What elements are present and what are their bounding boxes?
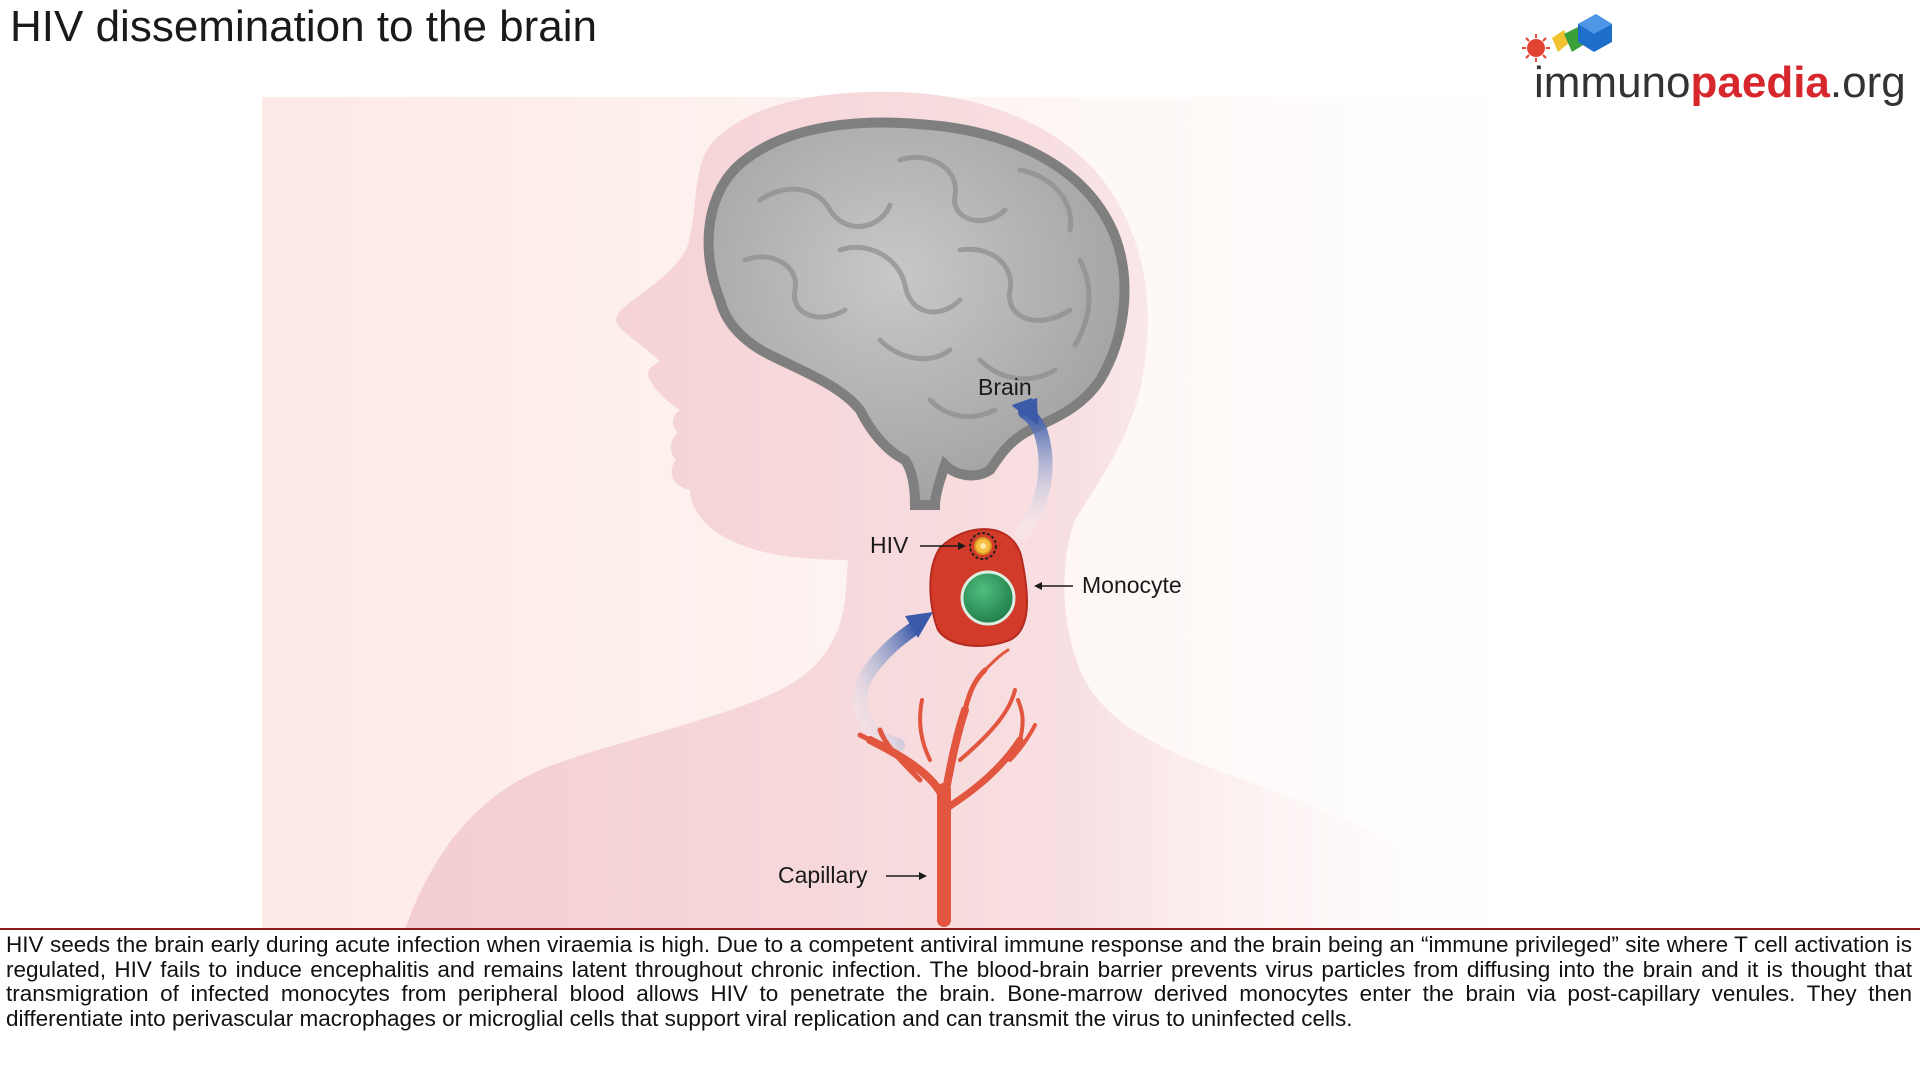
head-silhouette (405, 91, 1512, 929)
brain-folds (742, 154, 1092, 420)
logo-cubes-icon (1522, 14, 1612, 62)
monocyte-nucleus (960, 570, 1016, 626)
logo-text-accent: paedia (1690, 58, 1830, 107)
label-brain: Brain (978, 374, 1032, 400)
caption-text: HIV seeds the brain early during acute i… (6, 932, 1912, 1031)
label-monocyte: Monocyte (1082, 572, 1182, 598)
page-title: HIV dissemination to the brain (10, 2, 597, 51)
caption-divider (0, 928, 1920, 930)
dissemination-diagram: Brain HIV Monocyte Capillary (262, 91, 1512, 929)
arrow-to-monocyte (852, 621, 922, 752)
label-hiv: HIV (870, 532, 909, 558)
logo-text-plain: immuno (1534, 58, 1691, 107)
hiv-particle-icon (969, 532, 997, 560)
label-pointers (886, 542, 1073, 880)
logo-text: immunopaedia.org (1534, 58, 1906, 108)
arrow-to-monocyte-head (905, 612, 933, 638)
logo-text-suffix: .org (1829, 58, 1906, 107)
arrow-to-brain-tip (1012, 398, 1038, 425)
label-capillary: Capillary (778, 862, 868, 888)
capillary-vessel (857, 648, 1037, 927)
immunopaedia-logo[interactable]: immunopaedia.org (1520, 8, 1910, 108)
